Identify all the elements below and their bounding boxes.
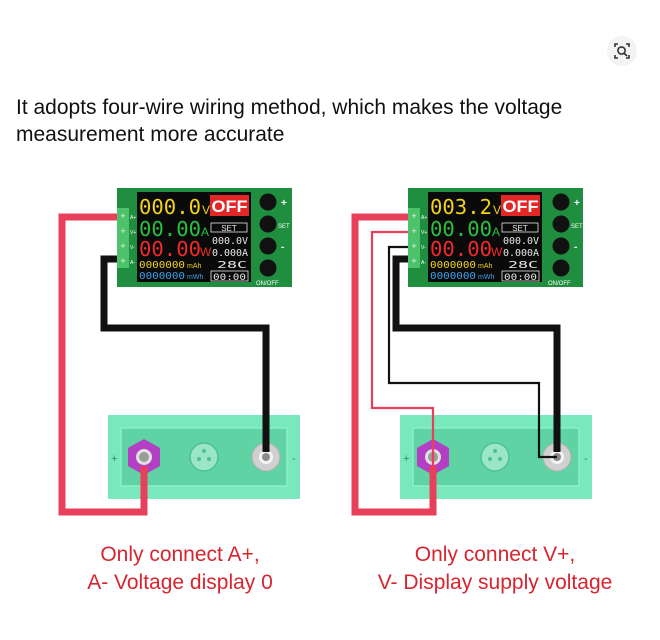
black-wire-a-minus [392, 255, 561, 452]
onoff-button-label: ON/OFF [256, 281, 279, 287]
meter-board-right: + + + + A+ V+ V- A- 003.2 V OFF 00.00 A … [408, 188, 583, 287]
terminal-v-plus: V+ [421, 230, 427, 236]
source-plus-label: + [403, 453, 409, 465]
power-unit: W [200, 245, 212, 259]
svg-text:+: + [411, 226, 416, 236]
set-label: SET [221, 224, 237, 233]
voltage-reading: 003.2 [430, 195, 492, 219]
terminal-v-minus: V- [421, 245, 426, 251]
capacity-unit: mAh [187, 263, 202, 270]
sense-wire-v-plus [370, 230, 435, 466]
current-unit: A [201, 225, 209, 239]
energy-unit: mWh [478, 274, 494, 281]
visual-search-button[interactable] [607, 36, 637, 66]
terminal-a-minus: A- [130, 260, 135, 266]
power-reading: 00.00 [430, 237, 492, 261]
red-wire-a-plus [351, 213, 437, 516]
voltage-unit: V [493, 203, 501, 217]
capacity-reading: 0000000 [139, 260, 185, 271]
svg-text:+: + [120, 256, 125, 266]
positive-post [128, 439, 160, 475]
set-button-label: SET [278, 224, 290, 230]
power-source-right: + - [400, 415, 592, 499]
headline: It adopts four-wire wiring method, which… [16, 96, 563, 146]
sense-wire-v-minus [387, 245, 557, 459]
meter-board-left: + + + + A+ V+ V- A- 000.0 V OFF 00.00 A … [117, 188, 292, 287]
terminal-v-minus: V- [130, 245, 135, 251]
current-unit: A [492, 225, 500, 239]
set-voltage: 000.0V [212, 236, 248, 247]
output-state: OFF [503, 197, 539, 216]
set-label: SET [512, 224, 528, 233]
voltage-unit: V [202, 203, 210, 217]
terminal-a-plus: A+ [130, 215, 136, 221]
minus-button-label: - [281, 242, 284, 253]
set-current: 0.000A [503, 248, 539, 259]
current-reading: 00.00 [430, 217, 492, 241]
output-state: OFF [212, 197, 248, 216]
center-connector [189, 442, 219, 472]
lens-scan-icon [614, 43, 630, 59]
caption-right: Only connect V+, V- Display supply volta… [335, 541, 655, 597]
energy-reading: 0000000 [139, 271, 185, 282]
caption-right-line-2: V- Display supply voltage [377, 571, 613, 594]
plus-button-label: + [574, 198, 580, 209]
source-minus-label: - [584, 453, 588, 465]
onoff-button-label: ON/OFF [548, 281, 571, 287]
caption-left: Only connect A+, A- Voltage display 0 [20, 541, 340, 597]
caption-left-line-2: A- Voltage display 0 [87, 571, 273, 594]
source-minus-label: - [292, 453, 296, 465]
set-current: 0.000A [212, 248, 248, 259]
capacity-unit: mAh [478, 263, 493, 270]
current-reading: 00.00 [139, 217, 201, 241]
source-plus-label: + [111, 453, 117, 465]
terminal-a-minus: A- [421, 260, 426, 266]
red-wire-a-plus [58, 213, 148, 516]
svg-text:+: + [411, 241, 416, 251]
black-wire-a-minus [100, 255, 270, 452]
center-connector [480, 442, 510, 472]
voltage-reading: 000.0 [139, 195, 201, 219]
caption-right-line-1: Only connect V+, [414, 543, 576, 566]
set-button-label: SET [571, 224, 583, 230]
temperature: 28C [508, 260, 538, 271]
svg-text:+: + [120, 211, 125, 221]
power-source-left: + - [108, 415, 300, 499]
svg-text:+: + [411, 256, 416, 266]
terminal-a-plus: A+ [421, 215, 427, 221]
timer: 00:00 [213, 273, 246, 283]
timer: 00:00 [504, 273, 537, 283]
svg-text:+: + [411, 211, 416, 221]
left-panel: + - + + + [58, 188, 300, 516]
energy-unit: mWh [187, 274, 203, 281]
capacity-reading: 0000000 [430, 260, 476, 271]
caption-left-line-1: Only connect A+, [100, 543, 260, 566]
minus-button-label: - [574, 242, 577, 253]
power-unit: W [491, 245, 503, 259]
plus-button-label: + [281, 198, 287, 209]
svg-text:+: + [120, 226, 125, 236]
power-reading: 00.00 [139, 237, 201, 261]
energy-reading: 0000000 [430, 271, 476, 282]
terminal-v-plus: V+ [130, 230, 136, 236]
set-voltage: 000.0V [503, 236, 539, 247]
temperature: 28C [217, 260, 247, 271]
svg-text:+: + [120, 241, 125, 251]
right-panel: + - + + [351, 188, 592, 516]
